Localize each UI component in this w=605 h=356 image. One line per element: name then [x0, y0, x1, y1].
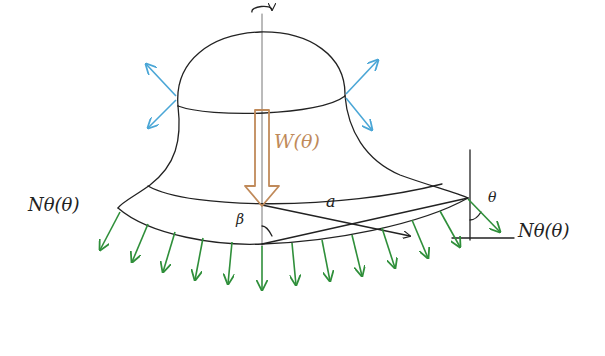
middle-ring	[148, 184, 442, 204]
horizontal-reference	[452, 237, 514, 238]
axis	[262, 14, 263, 246]
angle-label: β	[236, 212, 244, 226]
radius-line	[262, 205, 410, 236]
meridional-force-arrow	[261, 246, 263, 290]
radius-label: a	[326, 194, 336, 210]
theta-arc	[470, 212, 481, 220]
meridional-force-arrow	[352, 235, 362, 276]
weight-label: W(θ)	[274, 132, 320, 151]
angle-label: θ	[488, 190, 496, 204]
force-label: Nθ(θ)	[28, 196, 79, 214]
meridional-force-arrow	[382, 228, 395, 268]
meridional-force-arrow	[322, 240, 330, 281]
rim	[118, 198, 468, 244]
meridional-force-arrow	[163, 232, 175, 272]
force-label: Nθ(θ)	[518, 222, 569, 240]
meridional-force-arrow	[228, 242, 232, 284]
rotation-arrow	[252, 6, 272, 12]
meridional-force-arrow	[132, 224, 148, 262]
vertical-reference	[469, 150, 470, 240]
meridional-force-arrow	[412, 220, 428, 258]
meridional-force-arrow	[195, 238, 203, 280]
weight-arrow	[245, 110, 279, 206]
cone-line	[262, 198, 468, 244]
meridional-force-arrow	[100, 212, 120, 250]
shell-right-side	[345, 96, 468, 198]
meridional-force-arrow	[440, 211, 460, 247]
hoop-arrow	[146, 64, 176, 96]
angle-arc	[262, 226, 272, 236]
hoop-arrow	[346, 98, 372, 130]
shell-top	[178, 32, 345, 106]
hoop-arrow	[148, 100, 176, 128]
meridional-force-arrow	[292, 243, 296, 285]
hoop-arrow	[346, 60, 378, 94]
shell-left-side	[118, 106, 179, 208]
